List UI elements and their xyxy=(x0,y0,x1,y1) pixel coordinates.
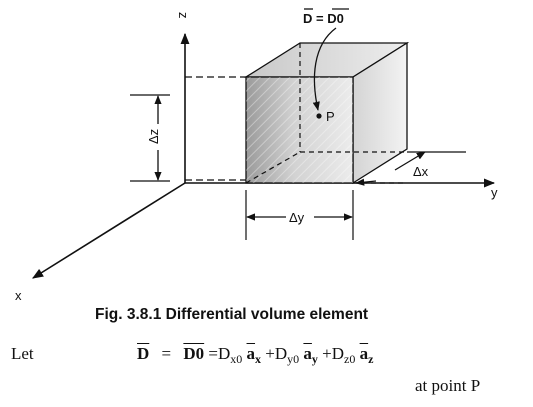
z-axis-label: z xyxy=(176,12,191,19)
eq-ay-unit: a xyxy=(303,344,312,363)
flux-density-equation: D = D0 =Dx0 ax +Dy0 ay +Dz0 az xyxy=(137,344,373,367)
eq-ax-unit: a xyxy=(246,344,256,363)
eq-dy0: D xyxy=(274,344,288,363)
dy-label: Δy xyxy=(289,210,305,225)
eq-equals-2: = xyxy=(208,344,218,363)
x-axis-label: x xyxy=(15,288,22,303)
let-text: Let xyxy=(11,344,34,363)
y-axis-label: y xyxy=(491,185,498,200)
equation-row: Let D = D0 =Dx0 ax +Dy0 ay +Dz0 az xyxy=(0,340,533,370)
differential-volume-diagram: z y x Δz Δy Δx P D = D0 xyxy=(15,8,498,303)
point-p-label: P xyxy=(326,109,335,124)
at-point-text: at point P xyxy=(415,376,481,395)
figure-caption: Fig. 3.8.1 Differential volume element xyxy=(95,306,368,324)
eq-dz0-sub: z0 xyxy=(344,352,356,366)
eq-d-vector: D xyxy=(137,344,150,363)
figure-title: Differential volume element xyxy=(165,306,369,323)
eq-az-sub: z xyxy=(368,352,374,366)
vector-d-arrow xyxy=(312,27,337,111)
figure-number: Fig. 3.8.1 xyxy=(95,306,162,323)
eq-plus-2: + xyxy=(322,344,332,363)
eq-dz0: D xyxy=(331,344,345,363)
cube-front-hatch xyxy=(246,77,353,183)
dx-arrow-down xyxy=(355,178,377,186)
eq-equals-1: = xyxy=(161,344,172,363)
vector-d-label: D = D0 xyxy=(303,8,349,26)
eq-d0-vector: D0 xyxy=(183,344,205,363)
eq-dx0: D xyxy=(218,344,231,363)
dz-label: Δz xyxy=(146,129,161,144)
eq-ax-sub: x xyxy=(255,352,262,366)
x-axis xyxy=(32,182,186,279)
dx-label: Δx xyxy=(413,164,429,179)
vector-d-text: D = D0 xyxy=(303,11,344,26)
eq-ay-sub: y xyxy=(311,352,318,366)
cube-hidden-edge-depth xyxy=(245,151,301,184)
point-p-dot xyxy=(316,113,322,119)
dx-arrow-up xyxy=(394,151,426,171)
eq-az-unit: a xyxy=(359,344,369,363)
eq-plus-1: + xyxy=(265,344,275,363)
eq-dy0-sub: y0 xyxy=(287,352,300,366)
eq-dx0-sub: x0 xyxy=(230,352,243,366)
